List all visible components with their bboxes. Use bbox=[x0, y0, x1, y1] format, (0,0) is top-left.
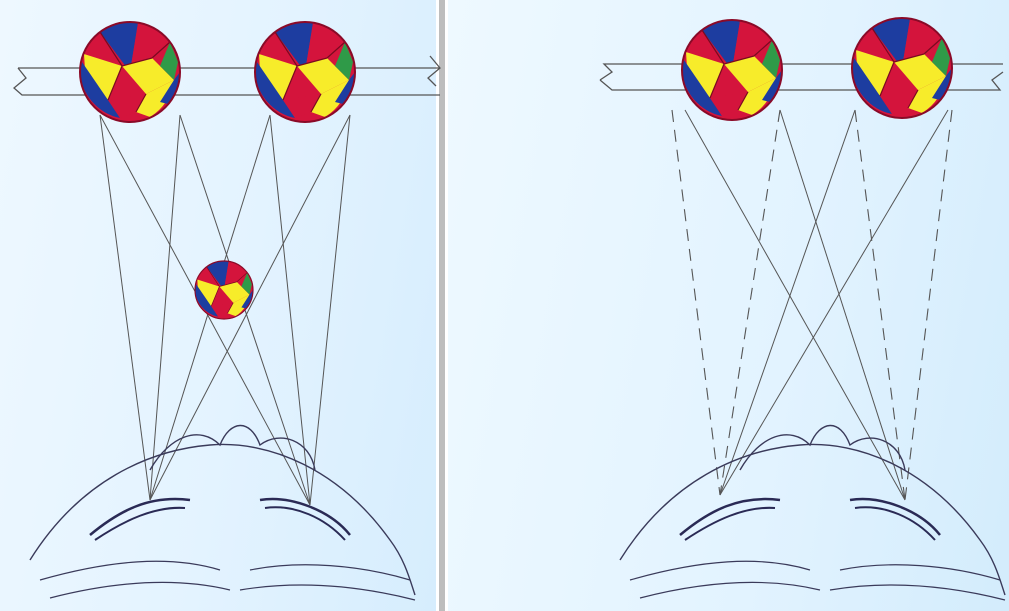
left-eyes bbox=[30, 425, 415, 600]
right-solid-lines bbox=[685, 110, 948, 500]
right-ball-2 bbox=[852, 18, 952, 118]
right-eyes bbox=[620, 425, 1005, 600]
right-ball-1 bbox=[682, 20, 782, 120]
left-ball-1 bbox=[80, 22, 180, 122]
left-rod-bottom bbox=[14, 68, 440, 95]
left-scene bbox=[14, 22, 440, 600]
right-scene bbox=[600, 18, 1005, 600]
left-ball-small bbox=[195, 261, 253, 319]
left-ball-2 bbox=[255, 22, 355, 122]
